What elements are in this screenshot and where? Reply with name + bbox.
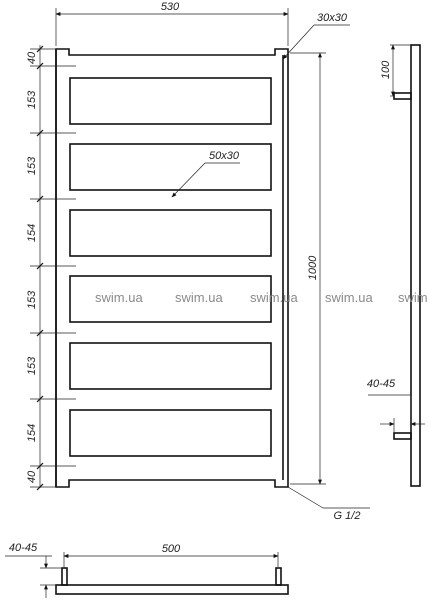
- side-wall-distance-label: 40-45: [367, 378, 396, 390]
- side-offset-label: 100: [380, 60, 392, 79]
- crossbar-4: [69, 275, 272, 323]
- bar-profile-callout: 50x30: [171, 150, 240, 198]
- segment-bottom-label: 40: [26, 470, 38, 483]
- segment-top-label: 40: [26, 51, 38, 64]
- crossbar-3: [69, 209, 272, 257]
- side-view: 100 40-45: [367, 44, 425, 487]
- bottom-wall-distance-label: 40-45: [9, 542, 38, 554]
- front-view: [55, 48, 289, 488]
- watermark-row: swim.ua swim.ua swim.ua swim.ua swim.ua: [95, 290, 428, 305]
- bottom-connector: [393, 432, 412, 440]
- segment-6-label: 154: [26, 424, 38, 442]
- height-label: 1000: [307, 255, 319, 280]
- segment-5-label: 153: [26, 356, 38, 375]
- crossbar-6: [69, 409, 272, 457]
- bottom-right-connector: [275, 567, 282, 586]
- watermark: swim.ua: [250, 290, 298, 305]
- watermark: swim.ua: [325, 290, 373, 305]
- side-rail: [410, 44, 421, 487]
- rail-profile-callout: 30x30: [282, 12, 350, 60]
- top-connector: [393, 92, 412, 100]
- watermark: swim.ua: [175, 290, 223, 305]
- segment-1-label: 153: [26, 90, 38, 109]
- width-dimension: 530: [55, 1, 289, 46]
- width-label: 530: [161, 1, 180, 13]
- height-dimension: 1000: [290, 52, 326, 485]
- segment-2-label: 153: [26, 156, 38, 175]
- watermark: swim.ua: [398, 290, 428, 305]
- bottom-rail: [55, 584, 289, 595]
- crossbar-5: [69, 342, 272, 390]
- segment-4-label: 153: [26, 290, 38, 309]
- bar-profile-label: 50x30: [209, 150, 240, 162]
- crossbar-2: [69, 143, 272, 191]
- crossbar-1: [69, 77, 272, 125]
- rail-profile-label: 30x30: [317, 12, 348, 24]
- bottom-view: 500 40-45: [5, 542, 289, 598]
- outlet-label: G 1/2: [334, 510, 361, 522]
- bottom-left-connector: [61, 567, 68, 586]
- frame-outline: [55, 48, 289, 488]
- segment-3-label: 154: [26, 224, 38, 242]
- bottom-width-label: 500: [162, 543, 181, 555]
- left-chain-dimension: 40 153 153 154 153 153 154 40: [26, 45, 76, 491]
- outlet-callout: G 1/2: [287, 486, 370, 522]
- watermark: swim.ua: [95, 290, 143, 305]
